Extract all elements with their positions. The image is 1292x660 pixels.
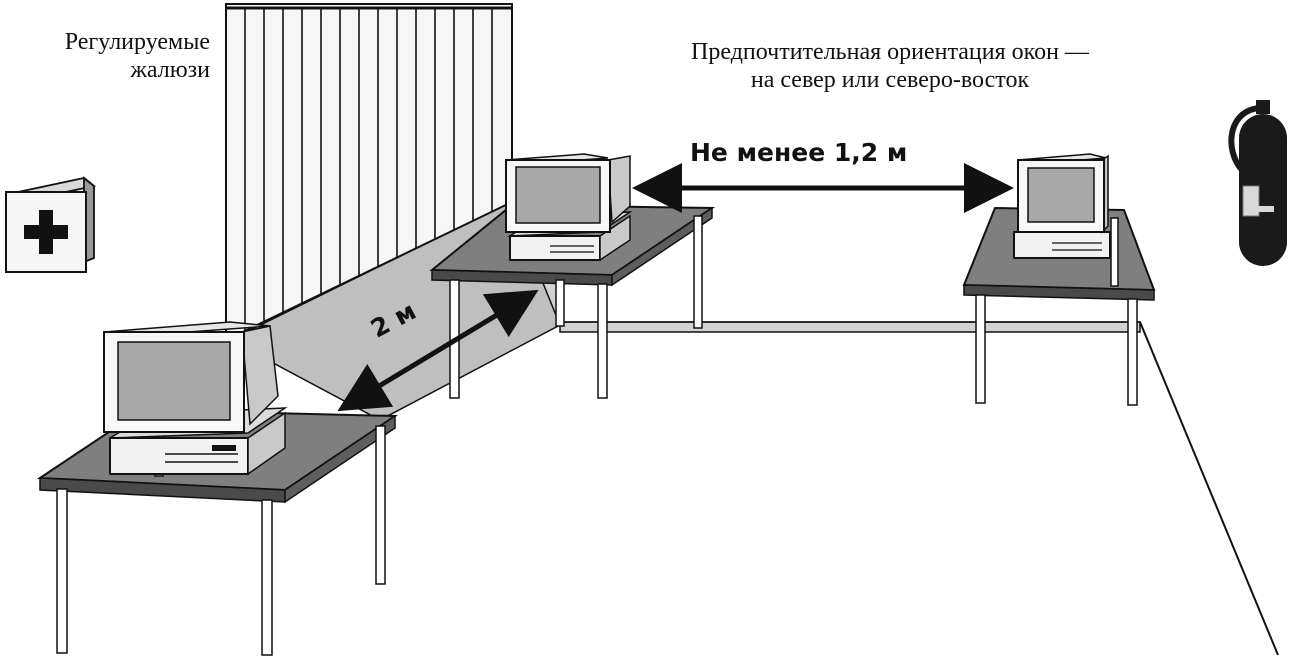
double-arrow-icon [337,289,539,412]
window-orientation-label: Предпочтительная ориентация окон — на се… [560,38,1220,94]
window-orientation-line-2: на север или северо-восток [750,67,1030,93]
fire-extinguisher-icon [1228,100,1287,266]
computer-icon [103,321,288,476]
computer-icon [1013,153,1111,259]
blinds-label-line-1: Регулируемые [64,29,210,55]
first-aid-kit-icon [5,176,97,273]
blinds-label-line-2: жалюзи [130,57,210,83]
computer-icon [505,153,633,262]
blinds-label: Регулируемые жалюзи [8,28,210,84]
blinds-icon [225,3,513,342]
window-orientation-line-1: Предпочтительная ориентация окон — [691,39,1089,65]
min-distance-label: Не менее 1,2 м [690,138,908,167]
